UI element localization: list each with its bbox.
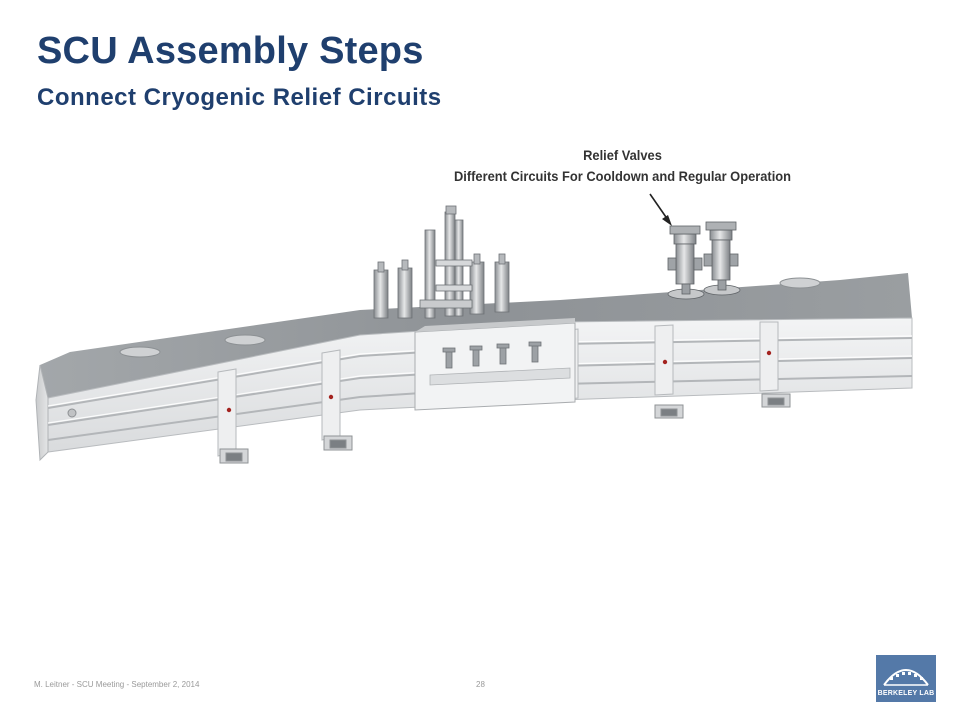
support-feet: [219, 393, 791, 464]
valve-manifold-tower: [419, 205, 473, 319]
callout-arrow: [649, 193, 672, 226]
page-number: 28: [476, 680, 485, 689]
cryostat-top-surface: [40, 273, 912, 398]
end-port: [67, 408, 77, 418]
slide-subtitle: Connect Cryogenic Relief Circuits: [37, 84, 442, 111]
footer-text: M. Leitner - SCU Meeting - September 2, …: [34, 680, 200, 689]
center-valves: [442, 341, 542, 369]
cryostat-left-end-cap: [35, 364, 49, 462]
callout-title: Relief Valves: [583, 147, 662, 163]
top-ports: [119, 277, 821, 358]
center-housing: [414, 322, 576, 411]
lab-dome-icon: [883, 669, 929, 686]
instrument-cans: [373, 253, 510, 319]
indicator-dots: [226, 350, 772, 413]
callout-description: Different Circuits For Cooldown and Regu…: [453, 168, 792, 184]
callout-label: Relief Valves Different Circuits For Coo…: [427, 145, 818, 187]
relief-valves: [667, 221, 741, 300]
berkeley-lab-logo: BERKELEY LAB: [876, 655, 936, 702]
slide-title: SCU Assembly Steps: [37, 30, 424, 72]
logo-text: BERKELEY LAB: [877, 690, 935, 697]
